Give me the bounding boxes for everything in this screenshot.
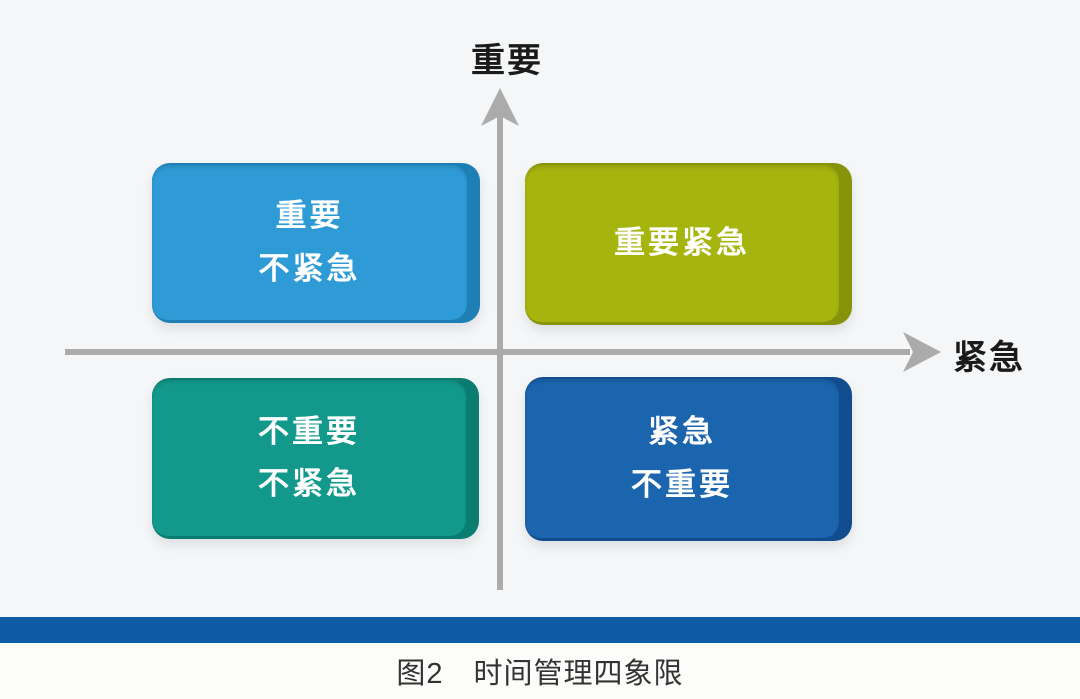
quadrant-label-line: 紧急 — [648, 414, 716, 450]
up-arrow-icon — [481, 88, 519, 126]
quadrant-important-urgent: 重要紧急 — [525, 163, 852, 325]
figure-caption: 图2 时间管理四象限 — [396, 658, 684, 690]
x-axis-label: 紧急 — [953, 339, 1025, 377]
quadrant-face: 重要 不紧急 — [152, 165, 467, 320]
right-arrow-icon — [903, 332, 941, 372]
quadrant-label-line: 重要紧急 — [614, 225, 750, 261]
quadrant-face: 紧急 不重要 — [525, 379, 839, 538]
horizontal-axis-line — [65, 349, 910, 355]
quadrant-label-line: 重要 — [275, 198, 344, 234]
divider-bar — [0, 617, 1080, 643]
vertical-axis-line — [497, 116, 503, 590]
quadrant-label-line: 不紧急 — [258, 466, 360, 501]
quadrant-urgent-not-important: 紧急 不重要 — [525, 377, 852, 541]
quadrant-label-line: 不重要 — [258, 413, 360, 449]
quadrant-not-important-not-urgent: 不重要 不紧急 — [152, 378, 479, 539]
quadrant-label-line: 不重要 — [631, 466, 733, 502]
quadrant-important-not-urgent: 重要 不紧急 — [152, 163, 480, 323]
quadrant-face: 不重要 不紧急 — [152, 380, 466, 536]
quadrant-label-line: 不紧急 — [258, 250, 361, 286]
quadrant-face: 重要紧急 — [525, 165, 839, 322]
y-axis-label: 重要 — [471, 42, 543, 80]
caption-strip: 图2 时间管理四象限 — [0, 643, 1080, 699]
